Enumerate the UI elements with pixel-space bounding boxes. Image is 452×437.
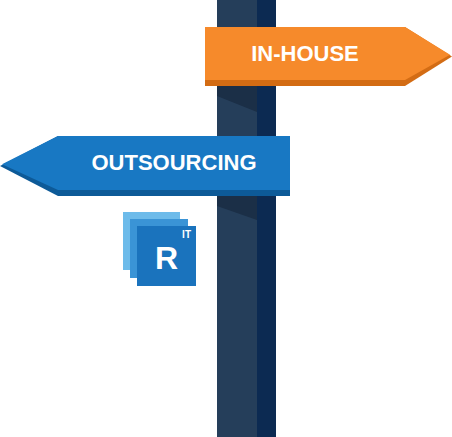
sign-face — [2, 136, 290, 190]
signpost-arrow: IN-HOUSE — [205, 27, 452, 86]
logo-superscript: IT — [182, 230, 191, 240]
sign-face — [205, 27, 450, 80]
sign-label-area: IN-HOUSE — [205, 27, 405, 80]
sign-label: OUTSOURCING — [92, 150, 257, 176]
sign-label: IN-HOUSE — [251, 41, 359, 67]
sign-label-area: OUTSOURCING — [58, 136, 290, 190]
signpost-arrow: OUTSOURCING — [0, 136, 290, 196]
logo-letter: R — [155, 242, 178, 274]
sign-shadow — [217, 86, 257, 112]
sign-edge — [0, 136, 290, 196]
sign-edge — [205, 27, 452, 86]
sign-shadow — [217, 196, 257, 220]
logo-box: R IT — [137, 226, 196, 286]
